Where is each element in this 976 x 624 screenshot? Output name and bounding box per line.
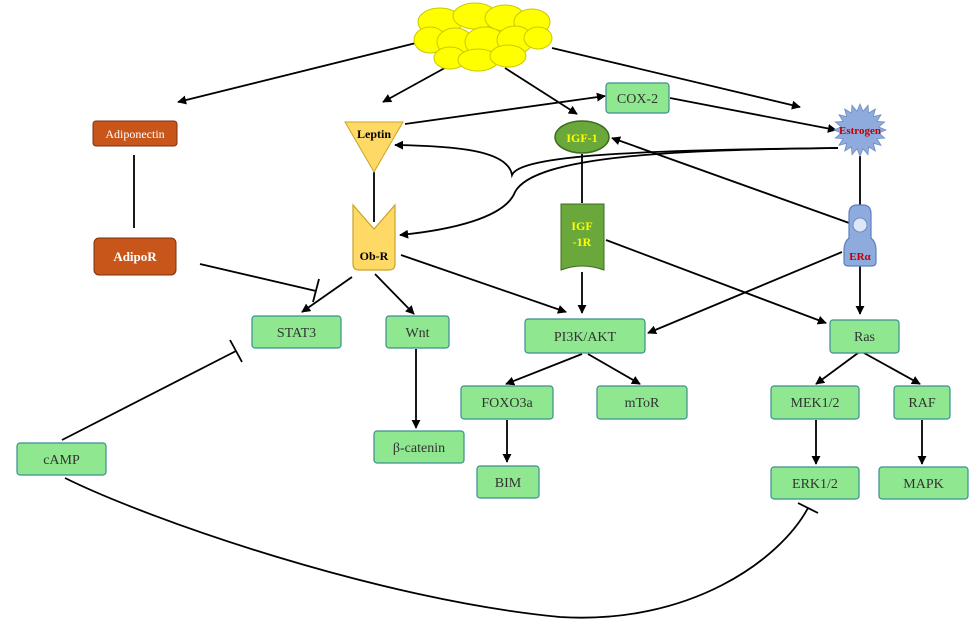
node-obr: Ob-R: [352, 203, 396, 271]
node-camp: cAMP: [16, 442, 107, 476]
node-estrogen-label: Estrogen: [839, 125, 881, 137]
node-igf1r: IGF -1R: [560, 203, 605, 271]
node-mek12-label: MEK1/2: [791, 396, 840, 411]
edge-camp-stat3-inhibit: [61, 350, 237, 441]
node-cox2-label: COX-2: [617, 92, 658, 107]
leptin-triangle-icon: [344, 121, 404, 173]
node-erk12-label: ERK1/2: [792, 477, 838, 492]
edge-adipocyte-adiponectin: [177, 41, 421, 105]
edge-obr-wnt: [374, 273, 415, 315]
node-igf1: IGF-1: [554, 120, 610, 154]
edge-estrogen-obr: [399, 147, 839, 239]
node-mapk-label: MAPK: [903, 477, 943, 492]
era-receptor-icon: [843, 204, 877, 267]
node-mtor: mToR: [596, 385, 688, 420]
node-ras-label: Ras: [854, 330, 875, 345]
node-pi3k-akt: PI3K/AKT: [524, 318, 646, 354]
edge-adipocyte-estrogen: [551, 47, 801, 110]
node-adiponectin: Adiponectin: [92, 120, 178, 147]
edges: [61, 41, 927, 619]
node-igf1r-label-2: -1R: [573, 235, 592, 249]
node-foxo3a-label: FOXO3a: [481, 396, 533, 411]
estrogen-starburst-icon: [832, 102, 888, 158]
node-camp-label: cAMP: [43, 453, 80, 468]
node-foxo3a: FOXO3a: [460, 385, 554, 420]
node-igf1-label: IGF-1: [566, 131, 597, 145]
edge-obr-pi3k: [400, 254, 567, 314]
node-adiponectin-label: Adiponectin: [105, 127, 164, 141]
node-bim: BIM: [476, 465, 540, 499]
edge-camp-erk-inhibit: [64, 477, 809, 619]
edge-camp-erk-inhibit-bar: [797, 502, 819, 514]
edge-leptin-cox2: [404, 92, 606, 125]
edge-ras-mek: [815, 352, 859, 385]
node-mtor-label: mToR: [625, 396, 660, 411]
node-wnt-label: Wnt: [405, 326, 429, 341]
edge-era-pi3k: [647, 251, 843, 335]
edge-pi3k-foxo3a: [505, 353, 583, 386]
node-igf1r-label-1: IGF: [571, 219, 592, 233]
edge-era-igf1: [611, 136, 853, 225]
adipocyte-cluster-icon: [413, 2, 553, 72]
obr-receptor-icon: [352, 203, 396, 271]
node-obr-label: Ob-R: [360, 249, 389, 263]
node-leptin: Leptin: [344, 121, 404, 173]
node-stat3-label: STAT3: [277, 326, 316, 341]
edge-adipocyte-leptin: [382, 63, 453, 103]
edge-igf1r-ras: [605, 239, 827, 325]
edge-adipocyte-igf1: [504, 67, 578, 115]
node-era: ERα: [843, 204, 877, 267]
node-era-label: ERα: [849, 251, 871, 263]
node-cox2: COX-2: [605, 82, 670, 114]
node-raf: RAF: [893, 385, 951, 420]
node-beta-catenin: β-catenin: [373, 430, 465, 464]
node-stat3: STAT3: [251, 315, 342, 349]
node-erk12: ERK1/2: [770, 466, 860, 500]
edge-ras-raf: [863, 352, 921, 385]
node-beta-catenin-label: β-catenin: [393, 441, 445, 456]
node-ras: Ras: [829, 319, 900, 354]
edge-adipor-stat3-inhibit-bar: [312, 278, 320, 303]
node-wnt: Wnt: [385, 315, 450, 349]
node-mek12: MEK1/2: [770, 385, 860, 420]
edge-adipor-stat3-inhibit: [199, 263, 317, 292]
edge-camp-stat3-inhibit-bar: [229, 339, 243, 363]
node-adipor-label: AdipoR: [113, 249, 157, 264]
edge-estrogen-leptin-obr: [394, 140, 839, 179]
node-raf-label: RAF: [908, 396, 935, 411]
node-pi3k-akt-label: PI3K/AKT: [554, 330, 617, 345]
node-leptin-label: Leptin: [357, 127, 391, 141]
node-adipor: AdipoR: [93, 237, 177, 276]
edge-pi3k-mtor: [587, 353, 641, 385]
node-mapk: MAPK: [878, 466, 969, 500]
node-bim-label: BIM: [495, 476, 522, 491]
edge-cox2-estrogen: [669, 97, 837, 133]
edge-obr-stat3: [301, 276, 353, 313]
node-estrogen: Estrogen: [832, 102, 888, 158]
